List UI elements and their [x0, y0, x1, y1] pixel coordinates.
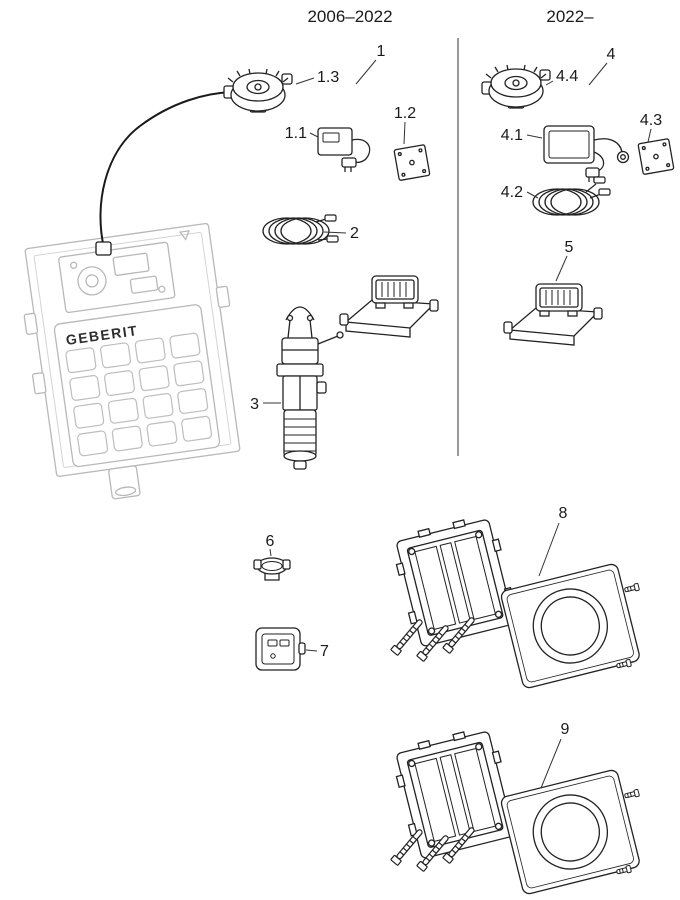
valve-bracket-module	[339, 275, 439, 338]
flush-bend	[108, 465, 141, 500]
clamp-6	[253, 557, 291, 581]
actuator-plate-9	[499, 768, 642, 896]
cable-2-terminals	[315, 214, 339, 243]
header-period-left: 2006–2022	[307, 7, 392, 26]
flush-valve-3	[276, 306, 344, 470]
servo-cable	[99, 91, 233, 249]
protection-plate-grid	[65, 332, 213, 457]
label-part-8: 8	[559, 505, 568, 522]
part-number-labels: 1 1.3 1.1 1.2 2 3 4 4.4 4.1 4.3 4.2 5 6 …	[250, 43, 662, 738]
label-part-3: 3	[250, 396, 259, 413]
label-part-4-2: 4.2	[501, 184, 523, 201]
servomotor-1-3	[223, 68, 293, 113]
bracket-module-5	[503, 283, 603, 346]
service-cover-7	[255, 627, 306, 671]
power-supply-1-1	[317, 127, 371, 172]
concealed-cistern-drawing: GEBERIT	[23, 222, 241, 500]
servomotor-4-4	[481, 64, 551, 109]
header-period-right: 2022–	[546, 7, 594, 26]
label-part-4: 4	[607, 46, 616, 63]
cover-plate-1-2	[393, 143, 431, 182]
actuator-plate-8	[499, 562, 642, 690]
plate-screw	[623, 582, 640, 594]
cover-plate-4-3	[637, 137, 675, 176]
mounting-frame-8	[389, 512, 520, 649]
connecting-cable-4-2	[532, 188, 600, 216]
label-part-4-3: 4.3	[640, 112, 662, 129]
label-part-7: 7	[320, 643, 329, 660]
label-part-4-1: 4.1	[501, 127, 523, 144]
plate-screw	[623, 788, 640, 800]
label-part-1-3: 1.3	[317, 69, 339, 86]
label-part-4-4: 4.4	[556, 68, 578, 85]
leader-lines	[263, 59, 652, 789]
cable-4-2-terminals	[585, 176, 611, 199]
label-part-5: 5	[565, 239, 574, 256]
label-part-1-2: 1.2	[394, 105, 416, 122]
label-part-2: 2	[350, 225, 359, 242]
cable-connector	[95, 241, 112, 256]
label-part-6: 6	[266, 533, 275, 550]
label-part-1-1: 1.1	[285, 125, 307, 142]
label-part-1: 1	[377, 43, 386, 60]
label-part-9: 9	[561, 721, 570, 738]
power-supply-4-1	[543, 125, 630, 182]
